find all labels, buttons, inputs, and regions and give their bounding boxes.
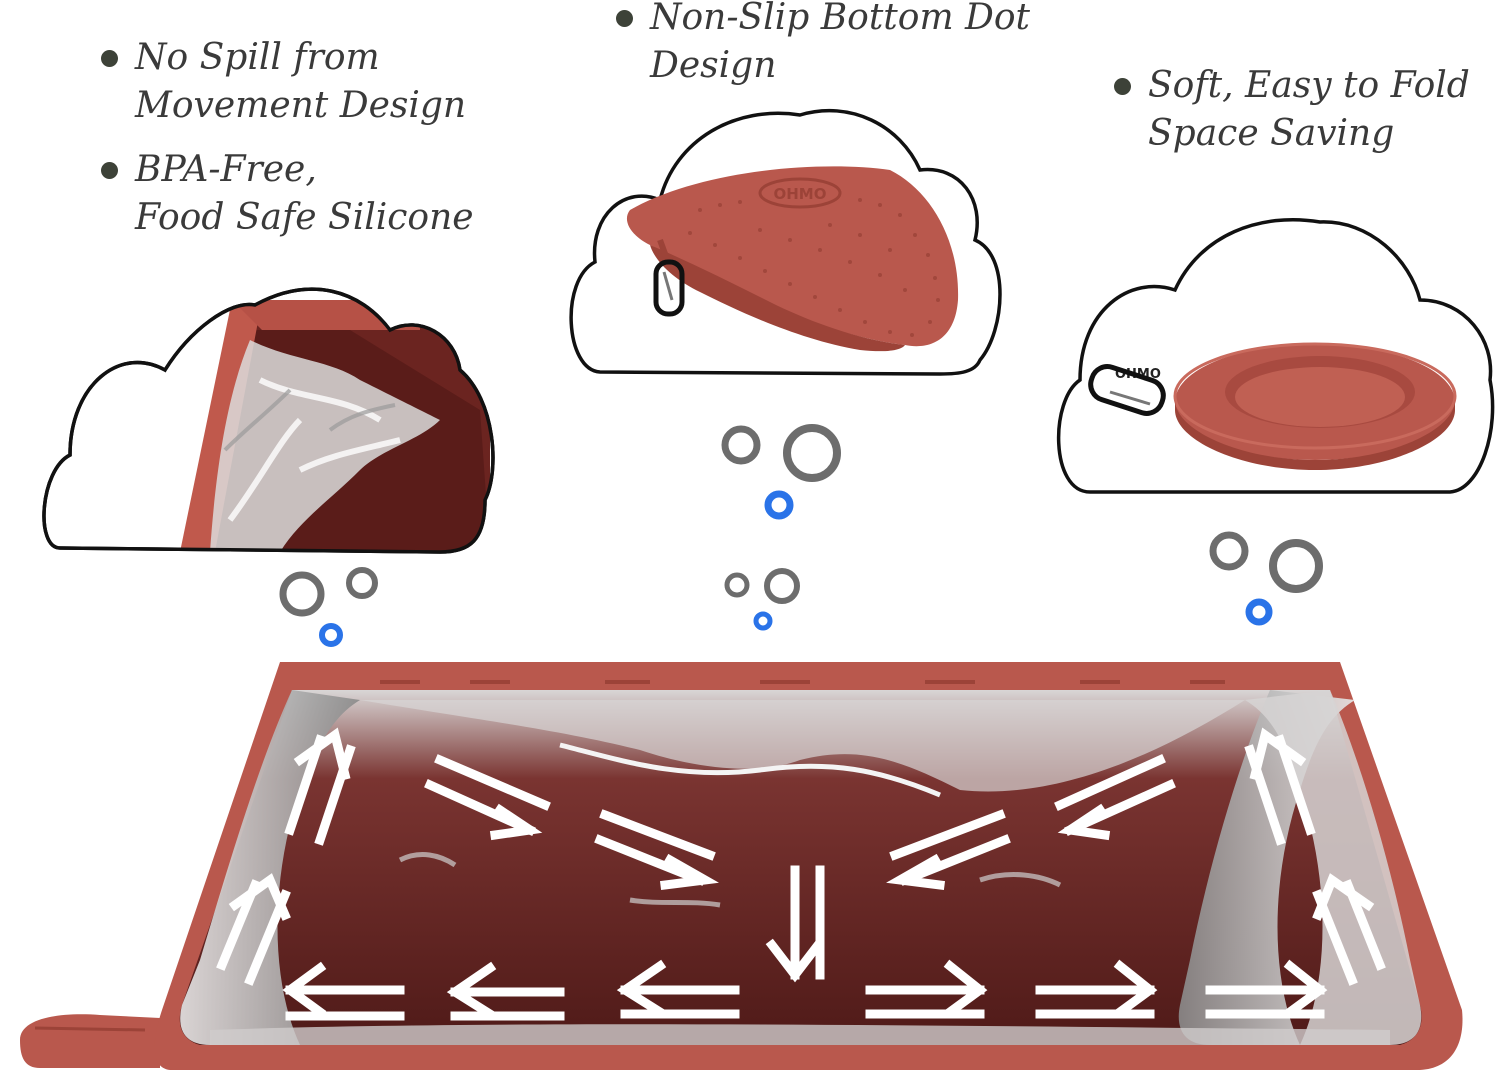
arrow-up-icon [284,727,356,846]
feature-line: Non-Slip Bottom Dot [650,0,1031,38]
arrow-right-icon [1035,959,1158,1019]
arrow-left-icon [616,959,740,1019]
arrow-up-icon [1244,727,1316,846]
arrow-diagonal-icon [1054,754,1176,841]
arrow-left-icon [282,961,405,1021]
feature-line: Soft, Easy to Fold [1148,65,1470,106]
feature-line: BPA-Free, [135,149,317,190]
thought-bubbles-left [279,567,378,647]
carabiner-icon [653,259,685,317]
arrow-right-icon [865,959,988,1019]
folded-bowl-image: OHMO [626,166,959,352]
feature-line: Food Safe Silicone [135,197,474,238]
bullet-icon [101,50,118,67]
splash-closeup [180,300,490,552]
feature-no-spill: No Spill from Movement Design [101,34,467,130]
carabiner-icon [1088,364,1166,416]
arrow-diagonal-icon [424,754,551,841]
feature-foldable: Soft, Easy to Fold Space Saving [1114,62,1470,158]
thought-bubbles-right [1209,531,1323,626]
cloud-foldable: OHMO [1056,217,1495,494]
feature-line: Space Saving [1148,113,1395,154]
bullet-icon [1114,78,1131,95]
arrow-up-icon [216,873,291,986]
feature-non-slip: Non-Slip Bottom Dot Design [616,0,1031,90]
cloud-no-spill [42,287,495,554]
thought-bubbles-center-lower [724,568,800,631]
arrow-left-icon [446,961,565,1021]
flow-arrows [216,727,1386,1021]
bowl-cross-section [20,662,1463,1070]
brand-mark: OHMO [774,185,827,203]
feature-line: Movement Design [135,85,467,126]
flat-bowl-image: OHMO [1088,342,1457,470]
arrow-diagonal-icon [886,809,1011,891]
bullet-icon [616,10,633,27]
arrow-down-icon [765,865,825,983]
feature-line: Design [650,45,777,86]
feature-bpa-free: BPA-Free, Food Safe Silicone [101,146,474,242]
bullet-icon [101,162,118,179]
arrow-right-icon [1205,959,1328,1019]
cloud-non-slip: OHMO [569,109,1002,376]
feature-line: No Spill from [135,37,380,78]
arrow-up-icon [1312,873,1386,986]
dot-pattern [688,198,940,337]
thought-bubbles-center-upper [721,424,841,520]
arrow-diagonal-icon [594,809,719,891]
